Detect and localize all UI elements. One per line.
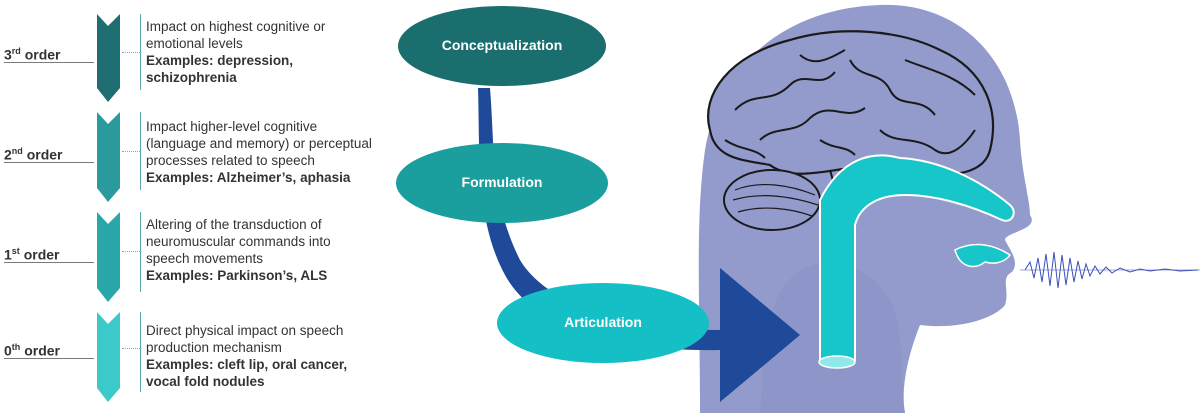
chevron-0th-order	[97, 312, 120, 402]
flow-arrow-head	[720, 268, 800, 402]
desc-line: production mechanism	[146, 340, 282, 355]
desc-line: (language and memory) or perceptual	[146, 136, 372, 151]
order-label-0th: 0th order	[4, 336, 94, 359]
examples-line: vocal fold nodules	[146, 374, 265, 389]
chevron-3rd-order	[97, 14, 120, 102]
mouth-cavity	[954, 243, 1012, 268]
desc-line: neuromuscular commands into	[146, 234, 331, 249]
connector-0th	[140, 312, 141, 392]
connector-1st	[140, 212, 141, 292]
stage-label-formulation: Formulation	[461, 174, 543, 190]
desc-line: speech movements	[146, 251, 264, 266]
dotted-link-0th	[122, 348, 140, 349]
description-0th-order: Direct physical impact on speech product…	[146, 322, 386, 390]
order-label-2nd: 2nd order	[4, 140, 94, 163]
cerebellum	[723, 169, 821, 231]
description-1st-order: Altering of the transduction of neuromus…	[146, 216, 386, 284]
desc-line: Impact on highest cognitive or	[146, 19, 326, 34]
cerebellum-lines	[732, 183, 819, 217]
desc-line: Impact higher-level cognitive	[146, 119, 318, 134]
articulation-ellipse	[497, 283, 709, 363]
chevron-2nd-order	[97, 112, 120, 202]
dotted-link-1st	[122, 251, 140, 252]
flow-arrow-body	[478, 88, 720, 351]
desc-line: emotional levels	[146, 36, 243, 51]
stage-label-articulation: Articulation	[564, 314, 642, 330]
examples-line: schizophrenia	[146, 70, 237, 85]
order-label-3rd: 3rd order	[4, 40, 94, 63]
vocal-tract	[819, 154, 1015, 361]
chevron-1st-order	[97, 212, 120, 302]
formulation-ellipse	[396, 143, 608, 223]
description-2nd-order: Impact higher-level cognitive (language …	[146, 118, 386, 186]
desc-line: Altering of the transduction of	[146, 217, 322, 232]
examples-line: Examples: cleft lip, oral cancer,	[146, 357, 348, 372]
examples-line: Examples: depression,	[146, 53, 294, 68]
connector-2nd	[140, 112, 141, 190]
dotted-link-2nd	[122, 151, 140, 152]
desc-line: Direct physical impact on speech	[146, 323, 344, 338]
connector-3rd	[140, 14, 141, 90]
trachea-opening	[818, 355, 856, 369]
stage-label-conceptualization: Conceptualization	[441, 37, 563, 53]
description-3rd-order: Impact on highest cognitive or emotional…	[146, 18, 386, 86]
conceptualization-ellipse	[398, 6, 606, 86]
order-label-1st: 1st order	[4, 240, 94, 263]
brain-folds	[724, 49, 976, 159]
examples-line: Examples: Alzheimer’s, aphasia	[146, 170, 351, 185]
dotted-link-3rd	[122, 52, 140, 53]
desc-line: processes related to speech	[146, 153, 315, 168]
examples-line: Examples: Parkinson’s, ALS	[146, 268, 328, 283]
speech-waveform	[1020, 251, 1200, 289]
